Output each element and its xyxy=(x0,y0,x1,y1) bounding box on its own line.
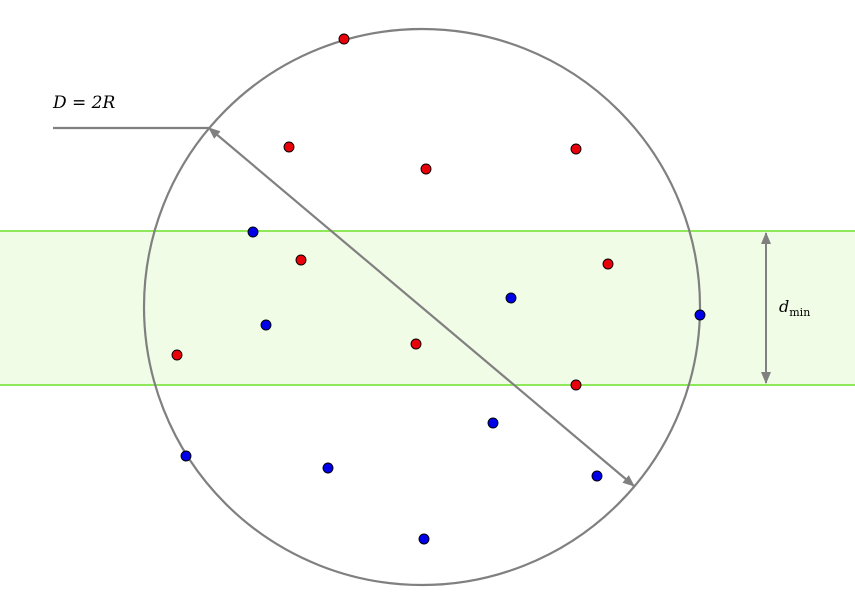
blue-point-4 xyxy=(694,309,706,321)
red-point-2 xyxy=(283,141,295,153)
blue-point-1 xyxy=(247,226,259,238)
points-layer xyxy=(171,33,706,545)
enclosing-circle xyxy=(142,27,702,587)
blue-point-2 xyxy=(505,292,517,304)
blue-point-9 xyxy=(418,533,430,545)
red-point-7 xyxy=(171,349,183,361)
blue-point-5 xyxy=(487,417,499,429)
red-point-8 xyxy=(410,338,422,350)
red-point-6 xyxy=(602,258,614,270)
red-point-9 xyxy=(570,379,582,391)
min-width-label-subscript: min xyxy=(789,306,810,319)
blue-point-6 xyxy=(180,450,192,462)
min-width-label-main: d xyxy=(779,297,789,316)
diameter-label: D = 2R xyxy=(52,93,115,113)
red-point-1 xyxy=(338,33,350,45)
red-point-5 xyxy=(295,254,307,266)
min-width-band xyxy=(0,231,855,385)
min-width-label: dmin xyxy=(779,297,810,319)
red-point-3 xyxy=(420,163,432,175)
blue-point-8 xyxy=(591,470,603,482)
red-point-4 xyxy=(570,143,582,155)
blue-point-3 xyxy=(260,319,272,331)
blue-point-7 xyxy=(322,462,334,474)
diameter-arrow xyxy=(208,127,635,487)
